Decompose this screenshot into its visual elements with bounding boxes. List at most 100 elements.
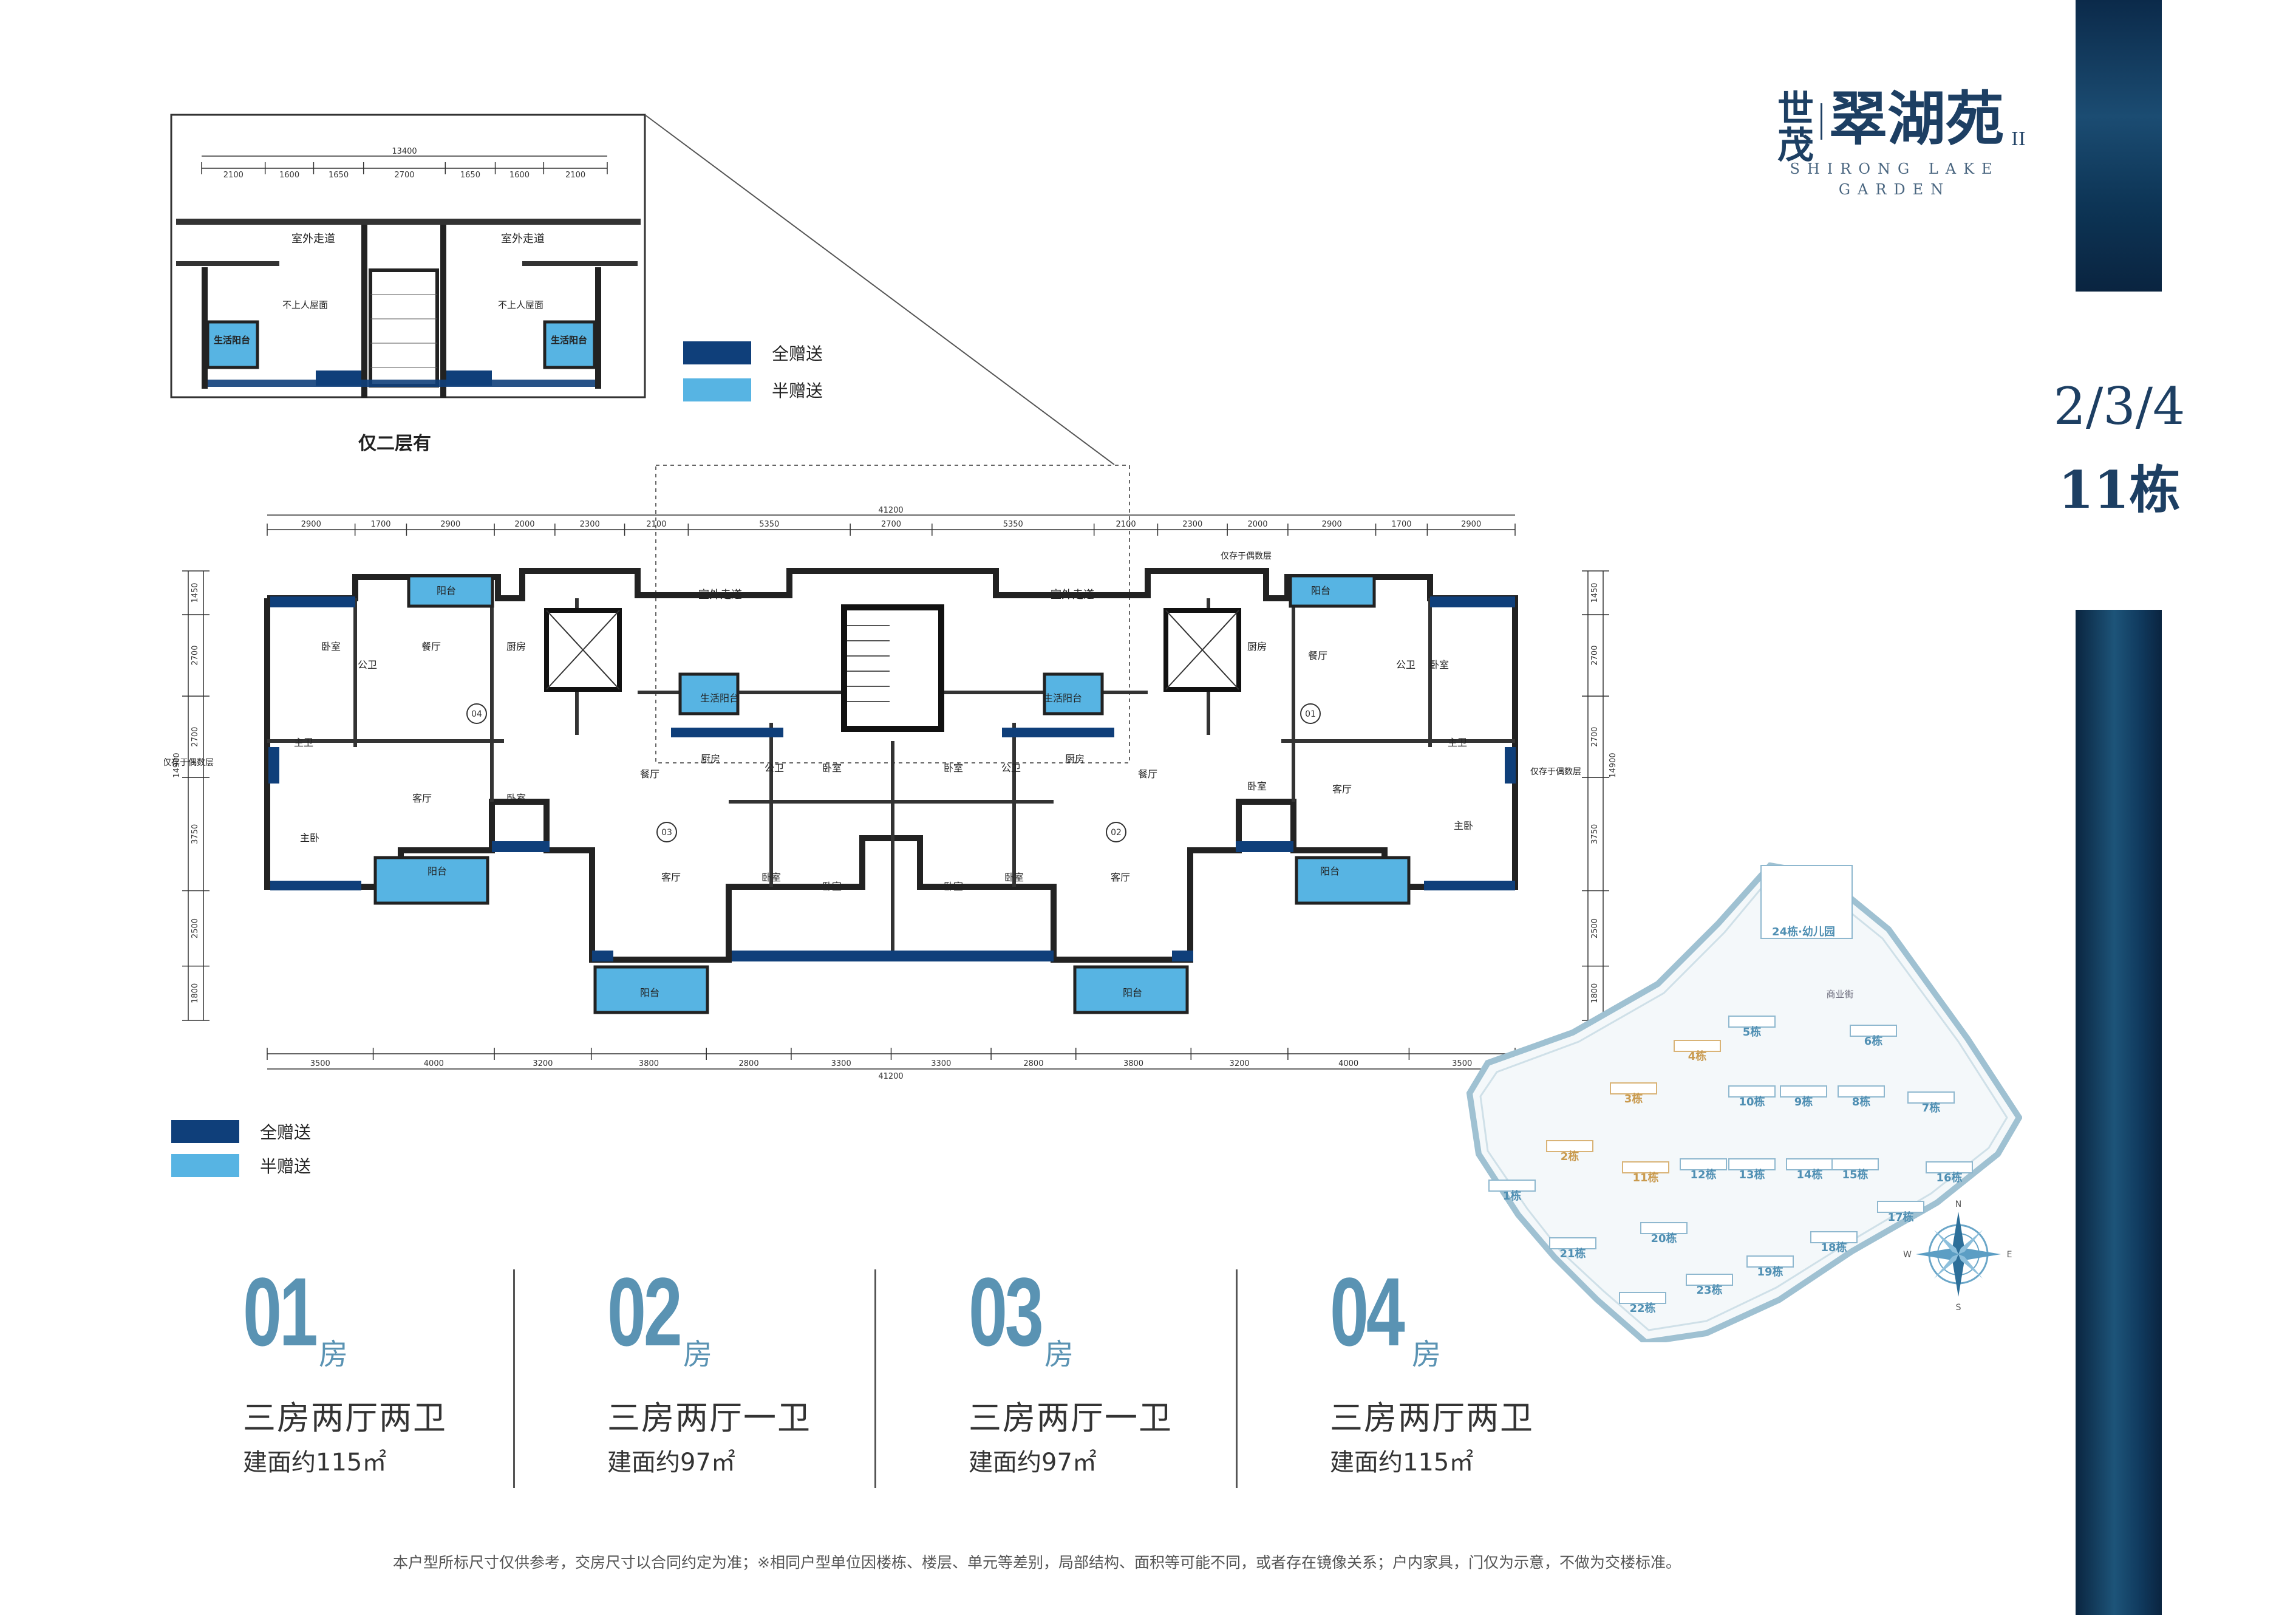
unit-04-number: 04 bbox=[1330, 1257, 1405, 1366]
plan-right-dim-2: 2700 bbox=[1590, 727, 1599, 747]
unit-tag-03: 03 bbox=[661, 828, 672, 838]
room-bedroom-03a: 卧室 bbox=[822, 762, 842, 774]
site-building-7: 7栋 bbox=[1922, 1101, 1941, 1115]
legend-swatch-half-bottom bbox=[171, 1154, 239, 1177]
unit-divider-2 bbox=[874, 1269, 876, 1488]
compass-e: E bbox=[2007, 1250, 2012, 1260]
site-building-shape-6 bbox=[1838, 1085, 1885, 1098]
inset-dim-0: 2100 bbox=[223, 171, 244, 180]
plan-top-dim-6: 5350 bbox=[759, 520, 779, 529]
site-building-9: 2栋 bbox=[1561, 1150, 1579, 1163]
plan-top-dim-2: 2900 bbox=[440, 520, 460, 529]
site-building-16: 1栋 bbox=[1503, 1189, 1522, 1203]
room-balcony-03: 阳台 bbox=[640, 987, 659, 999]
plan-corridor-right: 室外走道 bbox=[1051, 589, 1094, 601]
site-building-12: 13栋 bbox=[1739, 1168, 1765, 1181]
room-bedroom-03b: 卧室 bbox=[761, 872, 781, 883]
inset-dim-4: 1650 bbox=[460, 171, 480, 180]
plan-note-right: 仅存于偶数层 bbox=[1530, 767, 1581, 777]
site-building-6: 8栋 bbox=[1852, 1095, 1871, 1108]
room-dining-02: 餐厅 bbox=[1138, 768, 1157, 780]
plan-top-dim-11: 2000 bbox=[1247, 520, 1267, 529]
room-livingbalcony-02: 生活阳台 bbox=[1043, 692, 1082, 704]
plan-top-dim-10: 2300 bbox=[1182, 520, 1202, 529]
unit-02-suffix: 房 bbox=[683, 1337, 713, 1371]
legend-full-bottom: 全赠送 bbox=[171, 1119, 311, 1144]
unit-04-type: 三房两厅两卫 bbox=[1330, 1399, 1534, 1437]
plan-bottom-dim-5: 3300 bbox=[831, 1059, 851, 1068]
plan-bottom-dim-7: 2800 bbox=[1023, 1059, 1043, 1068]
site-building-18: 20栋 bbox=[1650, 1232, 1677, 1245]
logo-en-line2: GARDEN bbox=[1838, 181, 1951, 198]
disclaimer: 本户型所标尺寸仅供参考，交房尺寸以合同约定为准；※相同户型单位因楼栋、楼层、单元… bbox=[393, 1554, 1681, 1571]
legend-label-half-bottom: 半赠送 bbox=[260, 1156, 312, 1176]
plan-left-dim-3: 3750 bbox=[191, 824, 200, 844]
unit-01-type: 三房两厅两卫 bbox=[243, 1399, 447, 1437]
site-building-shape-10 bbox=[1622, 1161, 1669, 1173]
site-building-13: 14栋 bbox=[1796, 1168, 1822, 1181]
site-building-11: 12栋 bbox=[1690, 1168, 1716, 1181]
room-bedroom-02c: 卧室 bbox=[944, 881, 963, 892]
room-masterbath-01: 主卫 bbox=[1448, 737, 1467, 748]
decorative-bar-top bbox=[2076, 0, 2162, 292]
room-dining-03: 餐厅 bbox=[640, 768, 659, 780]
plan-total-bottom: 41200 bbox=[878, 1072, 903, 1081]
room-bedroom-02a: 卧室 bbox=[944, 762, 963, 774]
room-dining-01: 餐厅 bbox=[1308, 650, 1327, 661]
unit-tag-circle-04 bbox=[466, 703, 487, 724]
inset-dim-3: 2700 bbox=[394, 171, 414, 180]
unit-02-area: 建面约97㎡ bbox=[607, 1449, 735, 1477]
plan-top-dim-8: 5350 bbox=[1003, 520, 1023, 529]
site-center-label: 商业街 bbox=[1826, 989, 1853, 1000]
inset-dim-6: 2100 bbox=[565, 171, 585, 180]
inset-dim-1: 1600 bbox=[279, 171, 299, 180]
room-kitchen-01: 厨房 bbox=[1247, 641, 1267, 652]
unit-04: 04 房 三房两厅两卫 建面约115㎡ bbox=[1330, 1257, 1633, 1477]
plan-top-dim-12: 2900 bbox=[1322, 520, 1342, 529]
unit-02-type: 三房两厅一卫 bbox=[607, 1399, 811, 1437]
legend-full-top: 全赠送 bbox=[683, 340, 823, 366]
unit-01-area: 建面约115㎡ bbox=[243, 1449, 387, 1477]
inset-title: 仅二层有 bbox=[358, 433, 431, 454]
plan-bottom-dim-0: 3500 bbox=[310, 1059, 330, 1068]
building-label: 11栋 bbox=[2058, 460, 2181, 520]
unit-01-suffix: 房 bbox=[319, 1337, 349, 1371]
unit-02: 02 房 三房两厅一卫 建面约97㎡ bbox=[607, 1263, 911, 1477]
plan-bottom-dim-4: 2800 bbox=[739, 1059, 759, 1068]
plan-left-dim-2: 2700 bbox=[191, 727, 200, 747]
unit-01-number: 01 bbox=[243, 1257, 318, 1366]
plan-top-dim-4: 2300 bbox=[580, 520, 600, 529]
site-building-10: 11栋 bbox=[1632, 1171, 1658, 1184]
logo-numeral: II bbox=[2011, 129, 2026, 150]
compass-n: N bbox=[1955, 1200, 1961, 1209]
site-building-4: 10栋 bbox=[1739, 1095, 1765, 1108]
logo-separator bbox=[1821, 103, 1822, 140]
site-building-3: 4栋 bbox=[1688, 1050, 1707, 1063]
room-publicbath-02: 公卫 bbox=[1001, 762, 1021, 774]
room-living-01: 客厅 bbox=[1332, 784, 1352, 795]
plan-note-top: 仅存于偶数层 bbox=[1221, 551, 1272, 561]
room-publicbath-01: 公卫 bbox=[1396, 659, 1415, 671]
room-master-04: 主卧 bbox=[300, 832, 319, 844]
inset-balcony-left: 生活阳台 bbox=[214, 335, 250, 346]
decorative-bar-bottom bbox=[2076, 610, 2162, 1615]
inset-dim-5: 1600 bbox=[509, 171, 530, 180]
room-balcony-02: 阳台 bbox=[1123, 987, 1142, 999]
unit-04-suffix: 房 bbox=[1412, 1337, 1442, 1371]
site-building-shape-4 bbox=[1728, 1085, 1776, 1098]
inset-roof-left: 不上人屋面 bbox=[282, 299, 328, 310]
plan-top-dim-5: 2100 bbox=[646, 520, 666, 529]
site-building-shape-16 bbox=[1488, 1180, 1536, 1192]
room-kitchen-03: 厨房 bbox=[701, 753, 720, 765]
site-building-shape-7 bbox=[1907, 1091, 1955, 1104]
plan-bottom-dim-9: 3200 bbox=[1230, 1059, 1250, 1068]
room-dining-04: 餐厅 bbox=[421, 641, 441, 652]
plan-corridor-left: 室外走道 bbox=[698, 589, 742, 601]
site-building-shape-23 bbox=[1619, 1292, 1666, 1304]
room-living-03: 客厅 bbox=[661, 872, 681, 883]
site-building-shape-0 bbox=[1760, 865, 1853, 939]
site-building-5: 9栋 bbox=[1794, 1095, 1813, 1108]
logo-cn-main: 翠湖苑 bbox=[1829, 84, 2004, 153]
floors-label: 2/3/4 bbox=[2053, 377, 2185, 436]
